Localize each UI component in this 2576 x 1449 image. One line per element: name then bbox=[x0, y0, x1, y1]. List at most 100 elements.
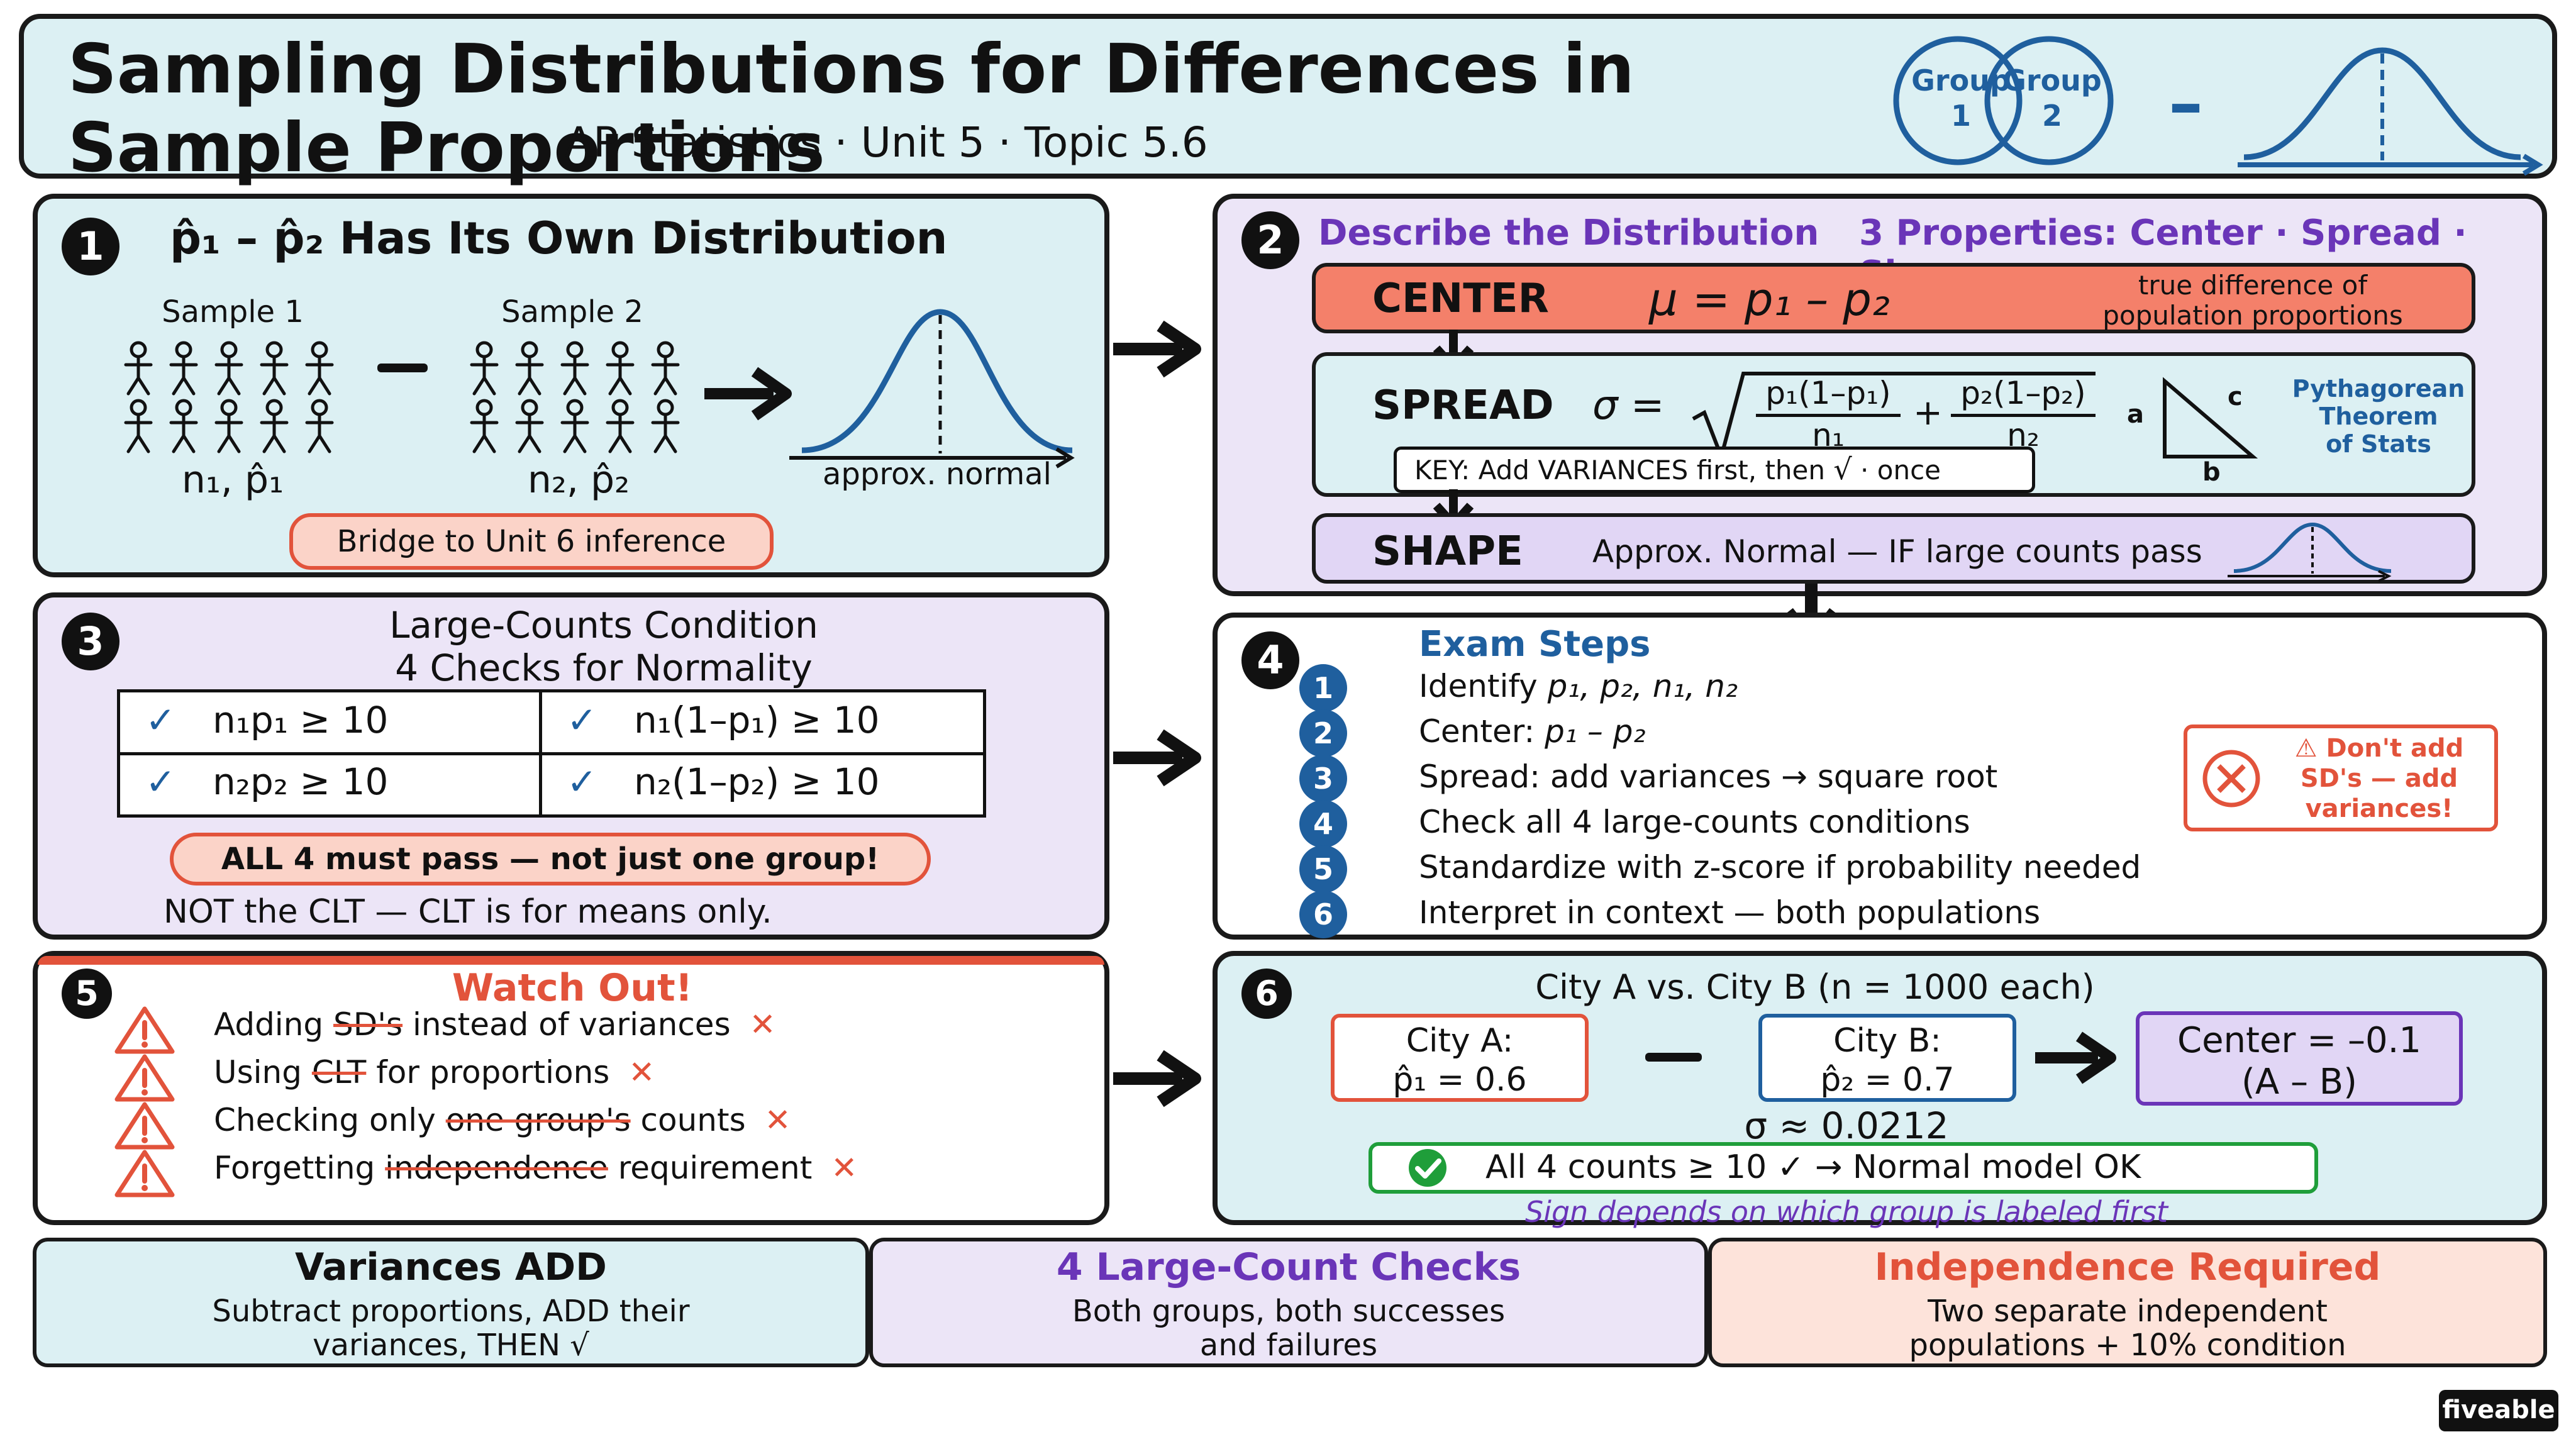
warning-triangle-icon bbox=[114, 1054, 175, 1102]
center-formula: μ = p₁ – p₂ bbox=[1649, 273, 1890, 326]
x-mark-icon: ✕ bbox=[764, 1102, 791, 1138]
panel-number-1: 1 bbox=[62, 218, 119, 275]
panel-own-distribution: 1 p̂₁ – p̂₂ Has Its Own Distribution Sam… bbox=[33, 194, 1109, 577]
check-cell-2: ✓ n₁(1–p₁) ≥ 10 bbox=[567, 699, 880, 741]
sample1-stats: n₁, p̂₁ bbox=[181, 458, 284, 502]
triangle-side-c: c bbox=[2228, 382, 2243, 411]
step-text-1: Identify p₁, p₂, n₁, n₂ bbox=[1419, 668, 1738, 704]
all-four-badge: ALL 4 must pass — not just one group! bbox=[170, 833, 931, 886]
warning-triangle-icon bbox=[114, 1150, 175, 1197]
panel-watch-out: 5 Watch Out! Adding SD's instead of vari… bbox=[33, 951, 1109, 1225]
triangle-side-a: a bbox=[2127, 400, 2144, 429]
bridge-label: Bridge to Unit 6 inference bbox=[336, 524, 726, 559]
check-circle-icon bbox=[1409, 1149, 1446, 1187]
warning-triangle-icon bbox=[114, 1102, 175, 1150]
sample2-label: Sample 2 bbox=[501, 294, 643, 330]
right-arrow-icon bbox=[1113, 320, 1201, 378]
right-arrow-icon bbox=[1113, 729, 1201, 787]
x-mark-icon: ✕ bbox=[831, 1150, 858, 1186]
step-number-3: 3 bbox=[1299, 755, 1347, 802]
panel-5-title: Watch Out! bbox=[452, 966, 693, 1010]
normal-curve-icon bbox=[2228, 522, 2392, 582]
bridge-badge: Bridge to Unit 6 inference bbox=[289, 513, 774, 570]
footer-2-title: 4 Large-Count Checks bbox=[1056, 1245, 1521, 1289]
counts-ok-text: All 4 counts ≥ 10 ✓ → Normal model OK bbox=[1485, 1148, 2141, 1186]
error-icon bbox=[2202, 750, 2260, 808]
step-number-6: 6 bbox=[1299, 891, 1347, 938]
panel-number-5: 5 bbox=[62, 969, 112, 1019]
check-icon: ✓ bbox=[145, 760, 176, 803]
watch-out-item-1: Adding SD's instead of variances✕ bbox=[214, 1006, 776, 1043]
venn-diagram-icon bbox=[1893, 36, 2114, 165]
header-banner: Sampling Distributions for Differences i… bbox=[19, 14, 2557, 187]
footer-3-title: Independence Required bbox=[1874, 1245, 2381, 1289]
page-subtitle: AP Statistics · Unit 5 · Topic 5.6 bbox=[565, 118, 1208, 167]
cities-minus bbox=[1645, 1053, 1702, 1062]
variance-term-2: p₂(1–p₂) n₂ bbox=[1951, 375, 2096, 453]
sample1-label: Sample 1 bbox=[162, 294, 304, 330]
step-number-5: 5 bbox=[1299, 845, 1347, 893]
header-minus: – bbox=[2168, 63, 2203, 143]
plus-sign: + bbox=[1913, 392, 1943, 433]
sigma-result: σ ≈ 0.0212 bbox=[1744, 1104, 1949, 1147]
step-number-1: 1 bbox=[1299, 664, 1347, 712]
city-b-box: City B:p̂₂ = 0.7 bbox=[1758, 1014, 2016, 1102]
right-arrow-icon bbox=[2035, 1031, 2116, 1084]
check-cell-4: ✓ n₂(1–p₂) ≥ 10 bbox=[567, 760, 880, 803]
step-number-4: 4 bbox=[1299, 800, 1347, 848]
sign-note: Sign depends on which group is labeled f… bbox=[1524, 1195, 2168, 1229]
check-icon: ✓ bbox=[145, 699, 176, 741]
normal-curve-icon bbox=[2238, 47, 2543, 176]
normal-curve-icon bbox=[789, 309, 1075, 469]
footer-1-title: Variances ADD bbox=[295, 1245, 607, 1289]
page-title: Sampling Distributions for Differences i… bbox=[68, 30, 1635, 187]
footer-variances-add: Variances ADD Subtract proportions, ADD … bbox=[33, 1238, 869, 1367]
key-text: KEY: Add VARIANCES first, then bbox=[1414, 455, 1826, 486]
variance-term-1: p₁(1–p₁) n₁ bbox=[1756, 375, 1901, 453]
approx-normal-label: approx. normal bbox=[822, 457, 1052, 492]
panel-4-title: Exam Steps bbox=[1419, 624, 1651, 665]
key-text-once: · once bbox=[1860, 455, 1941, 486]
fiveable-logo: fiveable bbox=[2439, 1390, 2558, 1431]
panel-city-example: 6 City A vs. City B (n = 1000 each) City… bbox=[1213, 951, 2547, 1229]
counts-ok-bar: All 4 counts ≥ 10 ✓ → Normal model OK bbox=[1368, 1142, 2318, 1194]
key-callout: KEY: Add VARIANCES first, then √ · once bbox=[1394, 447, 2035, 493]
panel-2-title: Describe the Distribution bbox=[1318, 213, 1819, 253]
center-result-box: Center = –0.1(A – B) bbox=[2136, 1011, 2463, 1106]
sigma-label: σ = bbox=[1592, 382, 1665, 429]
check-icon: ✓ bbox=[567, 760, 597, 803]
step-text-2: Center: p₁ – p₂ bbox=[1419, 713, 1646, 750]
x-mark-icon: ✕ bbox=[749, 1006, 776, 1043]
footer-independence: Independence Required Two separate indep… bbox=[1708, 1238, 2547, 1367]
warning-triangle-icon bbox=[114, 1006, 175, 1054]
step-number-2: 2 bbox=[1299, 709, 1347, 757]
right-arrow-icon bbox=[704, 367, 792, 421]
check-cell-1: ✓ n₁p₁ ≥ 10 bbox=[145, 699, 389, 741]
right-arrow-icon bbox=[1113, 1050, 1201, 1108]
step-text-6: Interpret in context — both populations bbox=[1419, 894, 2041, 931]
panel-6-title: City A vs. City B (n = 1000 each) bbox=[1535, 967, 2095, 1007]
step-text-4: Check all 4 large-counts conditions bbox=[1419, 804, 1970, 840]
right-triangle-icon bbox=[2163, 377, 2258, 458]
panel-exam-steps: 4 Exam Steps 1 Identify p₁, p₂, n₁, n₂ 2 Ce… bbox=[1213, 613, 2547, 940]
step-text-5: Standardize with z-score if probability … bbox=[1419, 849, 2141, 886]
samples-minus bbox=[377, 364, 428, 372]
watch-out-item-4: Forgetting independence requirement✕ bbox=[214, 1150, 858, 1186]
city-a-box: City A:p̂₁ = 0.6 bbox=[1331, 1014, 1589, 1102]
sample1-people-icon bbox=[124, 341, 334, 453]
check-cell-3: ✓ n₂p₂ ≥ 10 bbox=[145, 760, 389, 803]
spread-label: SPREAD bbox=[1372, 382, 1554, 429]
sqrt-glyph: √ bbox=[1833, 452, 1852, 486]
